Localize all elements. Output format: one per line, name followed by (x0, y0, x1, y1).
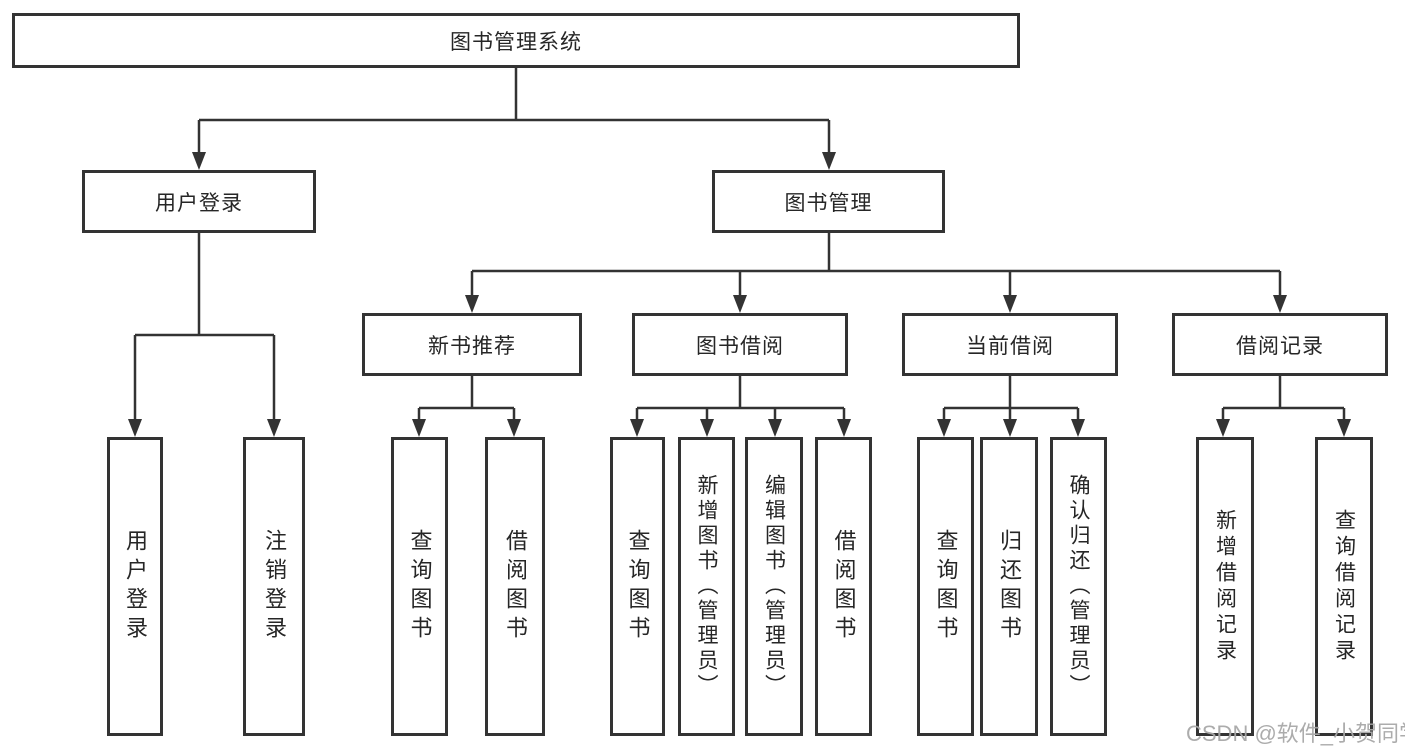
leaf-add-books-admin: 新增图书（管理员） (678, 437, 735, 736)
node-borrowing-records: 借阅记录 (1172, 313, 1388, 376)
leaf-query-books-recommend: 查询图书 (391, 437, 448, 736)
csdn-watermark: CSDN @软件_小贺同学 (1186, 721, 1405, 746)
leaf-borrow-books-recommend: 借阅图书 (485, 437, 545, 736)
leaf-add-borrow-record: 新增借阅记录 (1196, 437, 1254, 736)
leaf-edit-books-admin: 编辑图书（管理员） (745, 437, 803, 736)
leaf-query-borrow-record: 查询借阅记录 (1315, 437, 1373, 736)
leaf-confirm-return-admin: 确认归还（管理员） (1050, 437, 1107, 736)
leaf-logout: 注销登录 (243, 437, 305, 736)
node-book-management: 图书管理 (712, 170, 945, 233)
node-new-book-recommendation: 新书推荐 (362, 313, 582, 376)
leaf-borrow-books-borrowing: 借阅图书 (815, 437, 872, 736)
leaf-query-books-current: 查询图书 (917, 437, 974, 736)
leaf-return-books: 归还图书 (980, 437, 1038, 736)
node-user-login: 用户登录 (82, 170, 316, 233)
leaf-user-login: 用户登录 (107, 437, 163, 736)
node-current-borrowing: 当前借阅 (902, 313, 1118, 376)
node-library-management-system: 图书管理系统 (12, 13, 1020, 68)
node-book-borrowing: 图书借阅 (632, 313, 848, 376)
leaf-query-books-borrowing: 查询图书 (610, 437, 665, 736)
